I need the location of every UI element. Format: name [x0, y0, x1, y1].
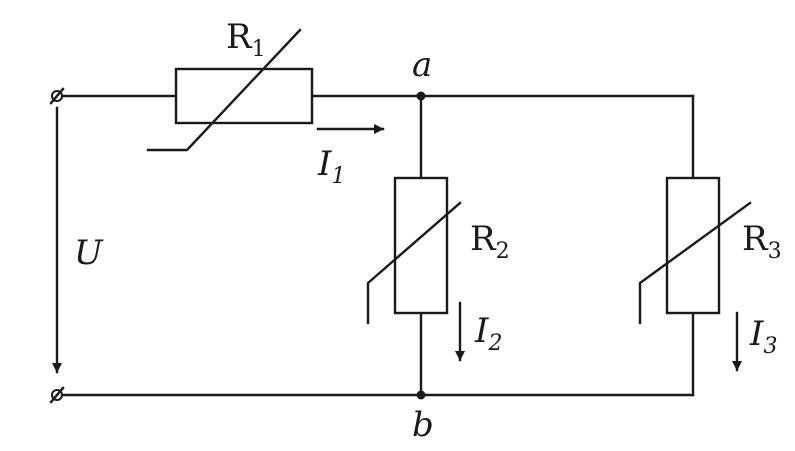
label-voltage-u: U — [74, 233, 104, 273]
terminal-bottom — [49, 386, 65, 404]
junction-a — [416, 91, 426, 101]
resistor-r3 — [638, 176, 752, 325]
terminal-top — [49, 87, 65, 105]
label-node-b: b — [412, 405, 434, 445]
label-i1: I1 — [317, 144, 345, 189]
label-r1: R1 — [226, 17, 266, 62]
label-i3: I3 — [749, 314, 777, 359]
label-node-a: a — [412, 45, 432, 85]
resistor-r2 — [366, 176, 462, 325]
wires — [60, 94, 695, 397]
junction-b — [416, 390, 426, 400]
resistor-r1 — [146, 28, 314, 152]
label-i2: I2 — [474, 311, 502, 356]
label-r3: R3 — [742, 219, 782, 264]
label-r2: R2 — [470, 219, 510, 264]
